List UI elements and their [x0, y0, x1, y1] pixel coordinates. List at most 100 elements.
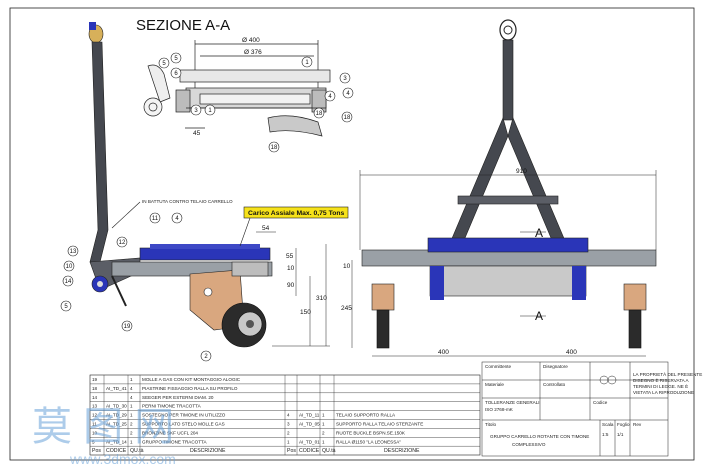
tolerance-header: TOLLERANZE GENERALI: [485, 400, 540, 405]
title-block: [481, 361, 669, 457]
bom-header-qty: QU.tà: [130, 448, 144, 454]
bom-left-row-pos: 11: [92, 422, 97, 427]
dim-90: 90: [287, 282, 295, 289]
balloon-19: 19: [124, 324, 131, 330]
balloon-5: 5: [64, 304, 68, 310]
bom-left-row-desc: SUPPORTO LATO STELO MOLLE GAS: [142, 422, 225, 427]
drawing-title-line2: COMPLESSIVO: [512, 442, 546, 447]
tolerance-note: ISO 2768-mK: [485, 407, 514, 412]
balloon-4: 4: [328, 94, 332, 100]
bom-left-row-pos: 19: [92, 377, 98, 382]
bom-right-row-code: AI_TD_01: [299, 439, 320, 444]
bom-right-row-code: AI_TD_05: [299, 422, 320, 427]
balloon-18: 18: [344, 115, 351, 121]
watermark-cn: 莫 图 网: [32, 405, 174, 449]
balloon-14: 14: [65, 279, 72, 285]
side-view: [88, 22, 273, 348]
label-codice: Codice: [593, 400, 608, 405]
bom-right-row-desc: SUPPORTO RALLA TELAIO STERZANTE: [336, 422, 423, 427]
balloon-13: 13: [70, 249, 77, 255]
dim-45: 45: [193, 130, 201, 137]
section-view: [143, 40, 331, 137]
bom-right-row-desc: RUOTE BUCKLE BSPN.SE.150K: [336, 430, 406, 435]
balloon-3: 4: [175, 216, 179, 222]
dim-10: 10: [287, 265, 295, 272]
bom-left-row-code: AI_TD_25: [106, 422, 127, 427]
bom-right-row-qty: 1: [322, 413, 325, 418]
bom-left-row-pos: 18: [92, 386, 98, 391]
bom-left-row-code: AI_TD_41: [106, 386, 127, 391]
bom-left-row-pos: 14: [92, 395, 98, 400]
bom-left-row-qty: 4: [130, 395, 133, 400]
bom-right-row-qty: 2: [322, 430, 325, 435]
dim-diam-376: Ø 376: [244, 49, 262, 56]
section-marker-top: A: [535, 226, 543, 240]
contact-leader: [111, 201, 141, 229]
bom-left-row-pos: 5: [92, 439, 95, 444]
balloon-18: 18: [316, 111, 323, 117]
load-label-box: [243, 206, 349, 219]
contact-note: IN BATTUTA CONTRO TELAIO CARRELLO: [142, 199, 233, 204]
dim-150: 150: [300, 309, 311, 316]
bom-right-row-pos: 2: [287, 430, 290, 435]
bom-header-qty: QU.tà: [322, 448, 336, 454]
bom-right-row-pos: 1: [287, 439, 290, 444]
bom-left-row-code: AI_TD_30: [106, 404, 127, 409]
legal-line-3: TERMINI DI LEGGE. NE È: [633, 383, 688, 389]
label-titolo: Titolo: [485, 422, 497, 427]
sheet-value: 1/1: [617, 432, 624, 437]
balloon-5: 5: [162, 61, 166, 67]
bom-right-row-pos: 4: [287, 413, 290, 418]
dim-55: 55: [286, 253, 294, 260]
bom-right-row-desc: RALLA Ø1150 "LA LEONESSA": [336, 439, 401, 444]
label-rev: Rev: [633, 422, 642, 427]
bom-left-row-pos: 13: [92, 404, 98, 409]
balloon-5: 5: [174, 56, 178, 62]
balloon-10: 10: [66, 264, 73, 270]
drawing-title-line1: GRUPPO CARRELLO ROTANTE CON TIMONE: [490, 434, 589, 439]
bom-right-row-qty: 1: [322, 422, 325, 427]
label-materiale: Materiale: [485, 382, 504, 387]
dim-310: 310: [316, 295, 327, 302]
label-foglio: Foglio: [617, 422, 630, 427]
load-leader: [239, 217, 251, 247]
dim-245: 245: [341, 305, 352, 312]
dim-diam-400: Ø 400: [242, 37, 260, 44]
dim-54: 54: [262, 225, 270, 232]
section-balloons: [158, 52, 354, 153]
load-label: Carico Assiale Max. 0,75 Tons: [248, 210, 345, 217]
bom-left-row-qty: 1: [130, 377, 133, 382]
bom-left-row-desc: SEEGER PER ESTERNI DIAM. 20: [142, 395, 214, 400]
section-title: SEZIONE A-A: [136, 17, 230, 34]
bom-table: [89, 374, 481, 456]
bom-left-row-qty: 2: [130, 430, 133, 435]
bom-left-row-desc: PERNI TIMONE TRACOTTA: [142, 404, 202, 409]
bom-left-row-code: AI_TD_14: [106, 439, 127, 444]
balloon-3: 3: [194, 108, 198, 114]
balloon-4: 4: [346, 91, 350, 97]
balloon-18: 18: [271, 145, 278, 151]
bom-left-row-desc: SOSTEGNO PER TIMONE IN UTILIZZO: [142, 413, 226, 418]
sheet-border: [9, 7, 695, 461]
bom-left-row-qty: 4: [130, 386, 133, 391]
bom-left-row-desc: MOLLE A GAS CON KIT MONTAGGIO ALOGIC: [142, 377, 241, 382]
bom-right-row-code: AI_TD_11: [299, 413, 320, 418]
side-balloons: [60, 212, 212, 362]
bom-right-row-pos: 3: [287, 422, 290, 427]
bom-left-row-qty: 1: [130, 404, 133, 409]
balloon-6: 6: [174, 71, 178, 77]
bom-left-row-pos: 10: [92, 430, 98, 435]
section-marker-bottom: A: [535, 309, 543, 323]
bom-left-row-desc: GRUPPO TIMONE TRACOTTA: [142, 439, 208, 444]
label-controllato: Controllato: [543, 382, 566, 387]
dim-910: 910: [516, 168, 527, 175]
label-committente: Committente: [485, 364, 511, 369]
bom-left-row-desc: PIASTRINE FISSAGGIO RALLA SU PROFILO: [142, 386, 238, 391]
balloon-1: 11: [152, 216, 159, 222]
balloon-2: 2: [204, 354, 208, 360]
front-view: [361, 19, 657, 349]
balloon-1: 1: [208, 108, 212, 114]
bom-right-row-qty: 1: [322, 439, 325, 444]
